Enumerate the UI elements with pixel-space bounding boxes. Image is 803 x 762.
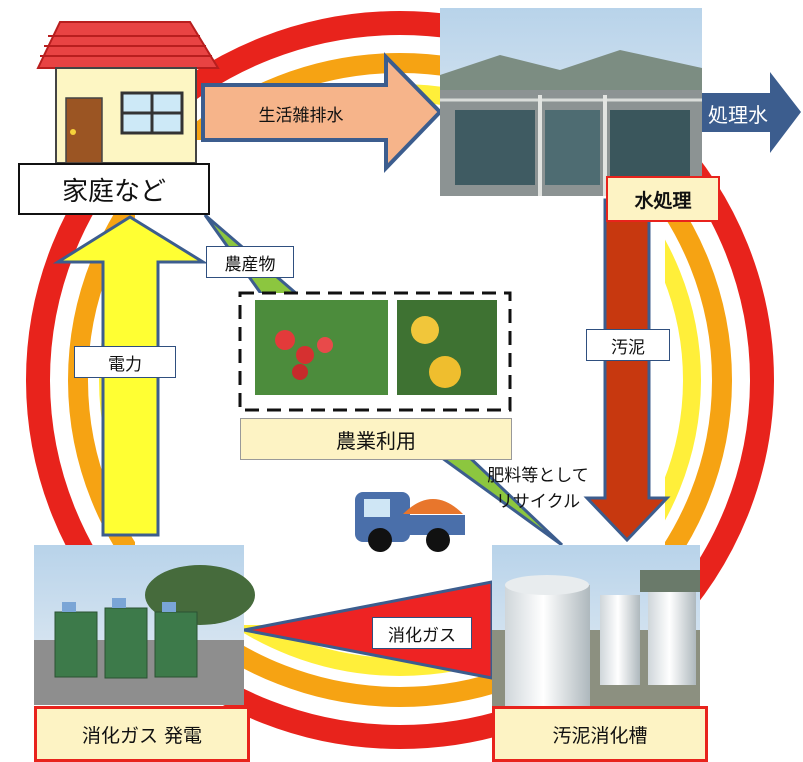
treated-water-arrow bbox=[700, 72, 801, 153]
treated-water-label: 処理水 bbox=[708, 102, 768, 127]
home-label: 家庭など bbox=[18, 163, 210, 215]
water-treatment-label: 水処理 bbox=[606, 176, 720, 222]
gas-power-photo bbox=[34, 545, 255, 705]
agri-photos bbox=[238, 291, 512, 412]
truck-icon bbox=[355, 492, 465, 552]
house-icon bbox=[36, 21, 220, 164]
digestion-gas-label: 消化ガス bbox=[372, 617, 472, 649]
gas-power-label: 消化ガス 発電 bbox=[34, 706, 250, 762]
sludge-digester-photo bbox=[492, 545, 700, 710]
produce-label: 農産物 bbox=[206, 246, 294, 278]
fertilizer-label-2: リサイクル bbox=[495, 491, 581, 512]
fertilizer-label-1: 肥料等として bbox=[487, 465, 589, 486]
wastewater-arrow bbox=[201, 52, 443, 173]
water-treatment-photo bbox=[440, 8, 702, 196]
wastewater-label: 生活雑排水 bbox=[258, 105, 344, 126]
sludge-digester-label: 汚泥消化槽 bbox=[492, 706, 708, 762]
electricity-label: 電力 bbox=[74, 346, 176, 378]
sludge-label: 汚泥 bbox=[586, 329, 670, 361]
agri-use-label: 農業利用 bbox=[240, 418, 512, 460]
sludge-arrow bbox=[583, 198, 671, 543]
